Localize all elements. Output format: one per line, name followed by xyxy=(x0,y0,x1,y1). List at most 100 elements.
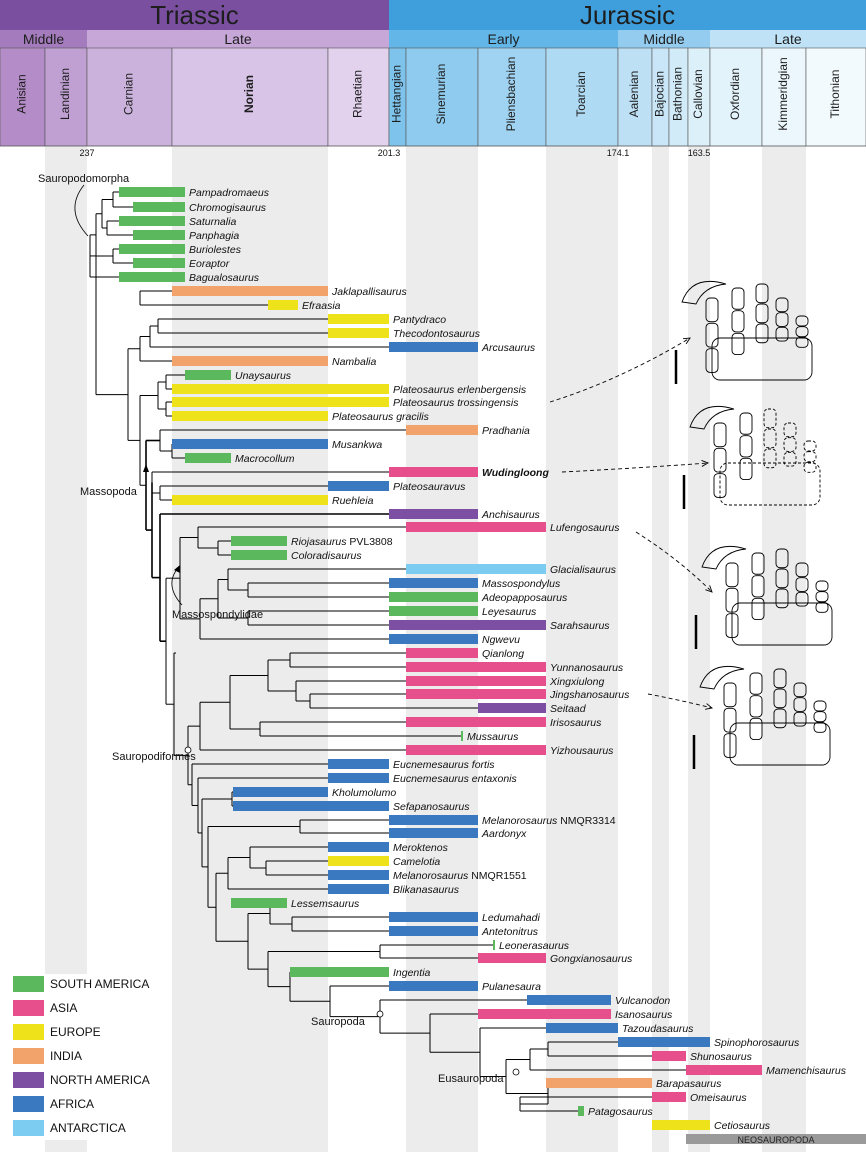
range-bar xyxy=(133,230,185,240)
legend-swatch xyxy=(13,1072,44,1088)
taxon-name: Pantydraco xyxy=(393,314,446,326)
neosauropoda-bar xyxy=(686,1134,866,1144)
dashed-arrow xyxy=(647,693,713,709)
clade-sauropodomorpha: Sauropodomorpha xyxy=(38,173,130,185)
taxon-label: Pulanesaura xyxy=(482,981,541,993)
taxon-name: Gongxianosaurus xyxy=(550,953,633,965)
epoch-label: Late xyxy=(774,31,801,47)
period-label: Triassic xyxy=(150,0,239,30)
taxon-name: Coloradisaurus xyxy=(291,550,362,562)
legend-label: AFRICA xyxy=(50,1097,94,1111)
clade-sauropoda: Sauropoda xyxy=(311,1016,366,1028)
taxon-label: Ingentia xyxy=(393,967,431,979)
period-cell xyxy=(389,0,866,30)
manus-illustrations xyxy=(549,280,833,769)
taxon-name: Jaklapallisaurus xyxy=(331,286,407,298)
age-tick-label: 201.3 xyxy=(378,148,401,158)
taxon-label: Qianlong xyxy=(482,648,524,660)
legend-swatch xyxy=(13,1000,44,1016)
range-bar xyxy=(328,870,389,880)
range-bar xyxy=(546,1078,652,1088)
legend-label: ASIA xyxy=(50,1001,77,1015)
taxon-name: Meroktenos xyxy=(393,842,449,854)
taxon-label: Jaklapallisaurus xyxy=(331,286,407,298)
range-bar xyxy=(389,509,478,519)
epoch-label: Middle xyxy=(643,31,684,47)
range-bar xyxy=(389,592,478,602)
taxon-label: Saturnalia xyxy=(189,216,236,228)
taxon-name: Chromogisaurus xyxy=(189,202,267,214)
taxon-label: Isanosaurus xyxy=(615,1009,673,1021)
taxon-name: Mamenchisaurus xyxy=(766,1065,847,1077)
range-bar xyxy=(389,912,478,922)
taxon-name: Eoraptor xyxy=(189,258,230,270)
taxon-name: Yunnanosaurus xyxy=(550,662,624,674)
stage-label: Kimmeridgian xyxy=(776,57,790,130)
taxon-label: Riojasaurus PVL3808 xyxy=(291,536,393,548)
stage-label: Callovian xyxy=(691,69,705,118)
taxon-name: Unaysaurus xyxy=(235,370,292,382)
stage-stripe xyxy=(652,145,669,1152)
taxon-name: Thecodontosaurus xyxy=(393,328,481,340)
taxon-label: Chromogisaurus xyxy=(189,202,267,214)
range-bar xyxy=(328,856,389,866)
range-bar xyxy=(578,1106,584,1116)
range-bar xyxy=(389,467,478,477)
taxon-name: Melanorosaurus xyxy=(393,870,469,882)
range-bar xyxy=(119,272,185,282)
taxon-label: Plateosaurus gracilis xyxy=(332,411,430,423)
range-bar xyxy=(686,1065,762,1075)
taxon-label: Wudingloong xyxy=(482,467,549,479)
legend-swatch xyxy=(13,1120,44,1136)
range-bar xyxy=(389,828,478,838)
range-bar xyxy=(389,342,478,352)
taxon-name: Vulcanodon xyxy=(615,995,670,1007)
taxon-label: Eucnemesaurus fortis xyxy=(393,759,495,771)
age-tick-label: 237 xyxy=(79,148,94,158)
stage-background-stripes xyxy=(45,145,806,1152)
stage-stripe xyxy=(172,145,328,1152)
taxon-name: Kholumolumo xyxy=(332,787,396,799)
range-bar xyxy=(389,981,478,991)
taxon-label: Massospondylus xyxy=(482,578,561,590)
taxon-label: Ngwevu xyxy=(482,634,520,646)
range-bar xyxy=(231,536,287,546)
taxon-name: Qianlong xyxy=(482,648,524,660)
taxon-name: Plateosauravus xyxy=(393,481,466,493)
taxon-name: Arcusaurus xyxy=(481,342,536,354)
taxon-label: Sefapanosaurus xyxy=(393,801,470,813)
taxon-label: Yunnanosaurus xyxy=(550,662,624,674)
taxon-name: Barapasaurus xyxy=(656,1078,722,1090)
taxon-name: Camelotia xyxy=(393,856,440,868)
stage-label: Landinian xyxy=(58,68,72,120)
taxon-name: Aardonyx xyxy=(481,828,527,840)
stage-label: Anisian xyxy=(15,74,29,113)
taxon-name: Ingentia xyxy=(393,967,431,979)
taxon-label: Irisosaurus xyxy=(550,717,602,729)
stage-label: Bajocian xyxy=(653,71,667,117)
legend-label: EUROPE xyxy=(50,1025,101,1039)
dashed-arrow xyxy=(549,337,691,403)
range-bars xyxy=(119,187,866,1144)
legend-swatch xyxy=(13,1048,44,1064)
taxon-label: Efraasia xyxy=(302,300,341,312)
taxon-label: Cetiosaurus xyxy=(714,1120,771,1132)
taxon-label: Yizhousaurus xyxy=(550,745,614,757)
period-cell xyxy=(0,0,389,30)
stage-label: Toarcian xyxy=(574,71,588,116)
range-bar xyxy=(119,187,185,197)
range-bar xyxy=(406,564,546,574)
range-bar xyxy=(328,328,389,338)
taxon-name: Leonerasaurus xyxy=(499,940,570,952)
taxon-name: Sarahsaurus xyxy=(550,620,610,632)
taxon-label: Panphagia xyxy=(189,230,239,242)
stage-cell xyxy=(44,47,88,147)
range-bar xyxy=(389,634,478,644)
taxon-name: Lessemsaurus xyxy=(291,898,360,910)
range-bar xyxy=(406,689,546,699)
range-bar xyxy=(172,286,328,296)
range-bar xyxy=(290,967,389,977)
taxon-name: Panphagia xyxy=(189,230,239,242)
